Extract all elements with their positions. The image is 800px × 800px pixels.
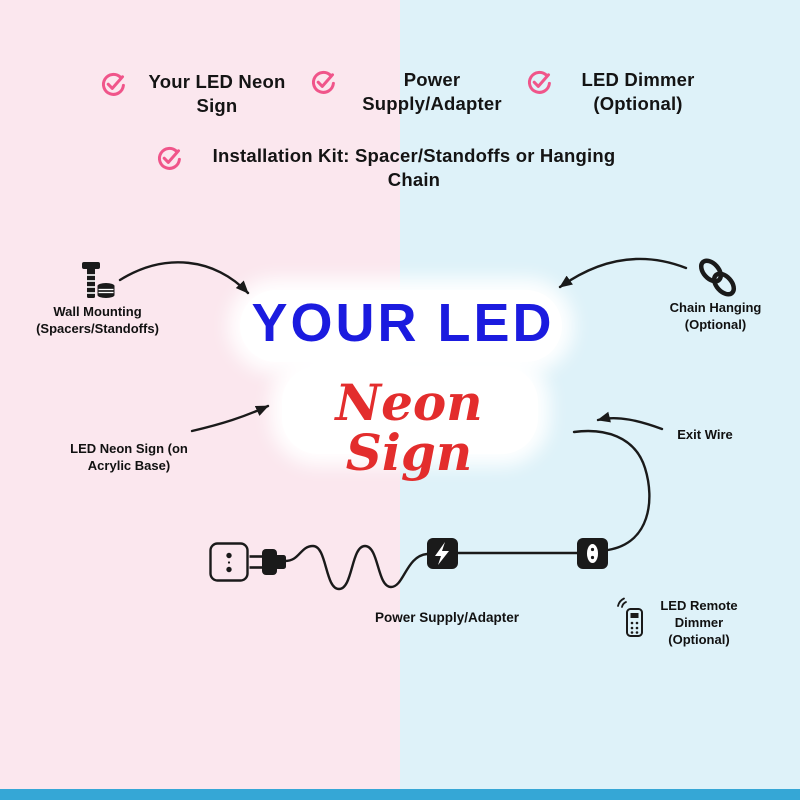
led-remote-dimmer-label: LED Remote Dimmer (Optional) (660, 598, 738, 648)
checklist-label: Power Supply/Adapter (362, 69, 502, 114)
checklist-item-dimmer: LED Dimmer (Optional) (526, 68, 712, 115)
checklist-label: Installation Kit: Spacer/Standoffs or Ha… (212, 145, 616, 190)
checklist-item-power-supply: Power Supply/Adapter (310, 68, 516, 115)
sign-subtitle: Neon Sign (335, 373, 483, 482)
chain-hanging-label: Chain Hanging (Optional) (669, 300, 762, 333)
sign-backdrop-top (240, 290, 562, 362)
checklist-item-installation-kit: Installation Kit: Spacer/Standoffs or Ha… (156, 144, 634, 191)
sign-title: YOUR LED (251, 293, 555, 353)
check-icon (311, 70, 335, 94)
check-icon (157, 146, 181, 170)
check-icon (527, 70, 551, 94)
led-neon-sign-label: LED Neon Sign (on Acrylic Base) (70, 441, 188, 474)
checklist-label: Your LED Neon Sign (148, 71, 286, 116)
exit-wire-label: Exit Wire (677, 427, 733, 442)
sign-backdrop-bottom (282, 366, 538, 454)
power-supply-label: Power Supply/Adapter (374, 610, 520, 625)
checklist-label: LED Dimmer (Optional) (581, 69, 695, 114)
wall-mounting-label: Wall Mounting (Spacers/Standoffs) (36, 304, 159, 337)
check-icon (101, 72, 125, 96)
checklist-item-neon-sign: Your LED Neon Sign (100, 70, 296, 117)
footer-bar (0, 789, 800, 800)
